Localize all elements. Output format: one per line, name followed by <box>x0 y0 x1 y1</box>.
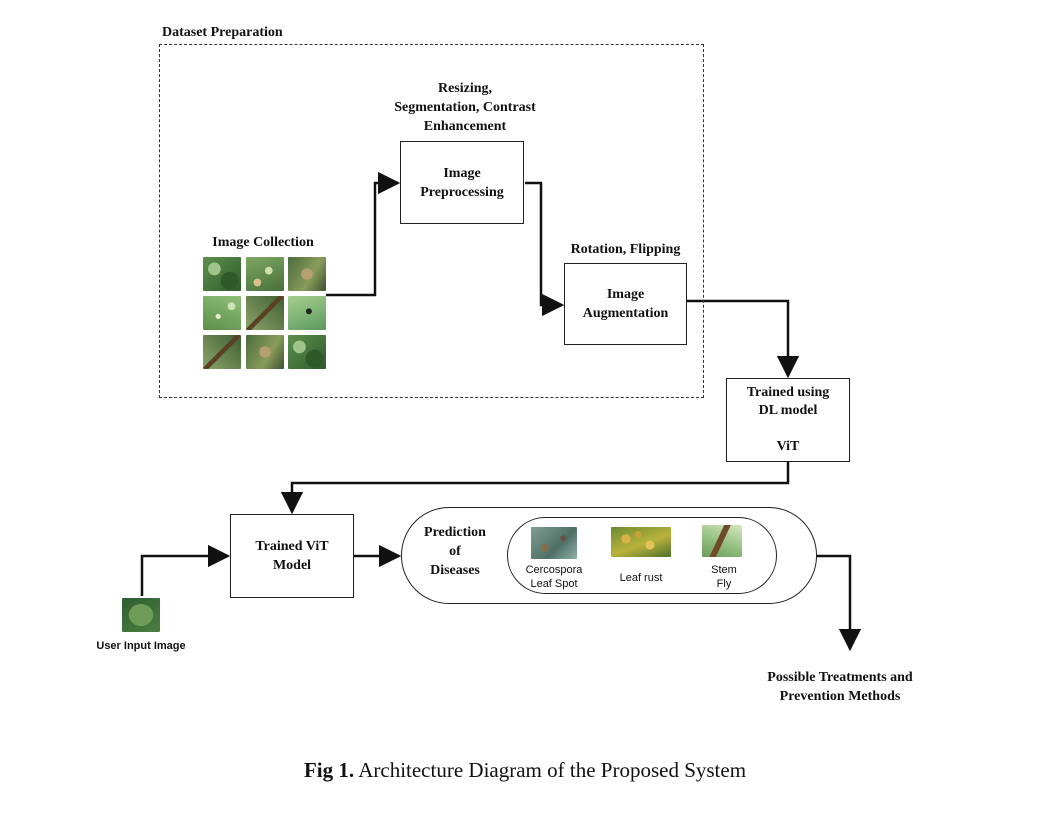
stem-fly-image <box>702 525 742 557</box>
image-preprocessing-label: Image Preprocessing <box>420 165 504 200</box>
preprocessing-steps-caption: Resizing, Segmentation, Contrast Enhance… <box>394 81 536 134</box>
trained-dl-model-label: Trained using DL model ViT <box>746 385 830 454</box>
arrow-preprocessing-to-augmentation <box>525 181 565 317</box>
leaf-image-thumbnail <box>288 335 326 369</box>
user-input-label: User Input Image <box>96 640 186 652</box>
prediction-label: Prediction of Diseases <box>424 525 486 578</box>
leaf-image-thumbnail <box>203 257 241 291</box>
arrow-prediction-to-treatments <box>816 554 862 652</box>
leaf-image-thumbnail <box>203 296 241 330</box>
figure-caption-text: Architecture Diagram of the Proposed Sys… <box>354 758 747 782</box>
arrow-collection-to-preprocessing <box>326 171 401 297</box>
trained-vit-model-box: Trained ViT Model <box>230 514 354 598</box>
image-augmentation-label: Image Augmentation <box>582 287 669 321</box>
trained-dl-model-box: Trained using DL model ViT <box>726 378 850 462</box>
cercospora-leaf-spot-image <box>531 527 577 559</box>
leaf-image-thumbnail <box>288 296 326 330</box>
disease-label-cercospora: Cercospora Leaf Spot <box>525 564 583 590</box>
image-preprocessing-box: Image Preprocessing <box>400 141 524 224</box>
leaf-image-thumbnail <box>203 335 241 369</box>
augmentation-steps-caption: Rotation, Flipping <box>570 242 681 257</box>
arrow-user-input-to-vit-model <box>140 544 231 596</box>
figure-caption: Fig 1. Architecture Diagram of the Propo… <box>0 758 1050 783</box>
arrow-augmentation-to-training <box>687 299 800 379</box>
leaf-image-thumbnail <box>246 257 284 291</box>
disease-label-stem-fly: Stem Fly <box>711 564 737 590</box>
figure-caption-number: Fig 1. <box>303 758 355 782</box>
image-collection-label: Image Collection <box>212 235 314 250</box>
trained-vit-model-label: Trained ViT Model <box>255 539 329 573</box>
leaf-image-thumbnail <box>288 257 326 291</box>
leaf-image-thumbnail <box>246 335 284 369</box>
dataset-preparation-group <box>159 44 704 398</box>
disease-label-leaf-rust: Leaf rust <box>619 572 663 584</box>
dataset-preparation-title: Dataset Preparation <box>162 25 283 40</box>
treatments-output-label: Possible Treatments and Prevention Metho… <box>767 670 913 704</box>
user-input-image <box>122 598 160 632</box>
arrow-training-to-vit-model <box>280 461 790 515</box>
leaf-rust-image <box>611 527 671 557</box>
image-augmentation-box: Image Augmentation <box>564 263 687 345</box>
leaf-image-thumbnail <box>246 296 284 330</box>
